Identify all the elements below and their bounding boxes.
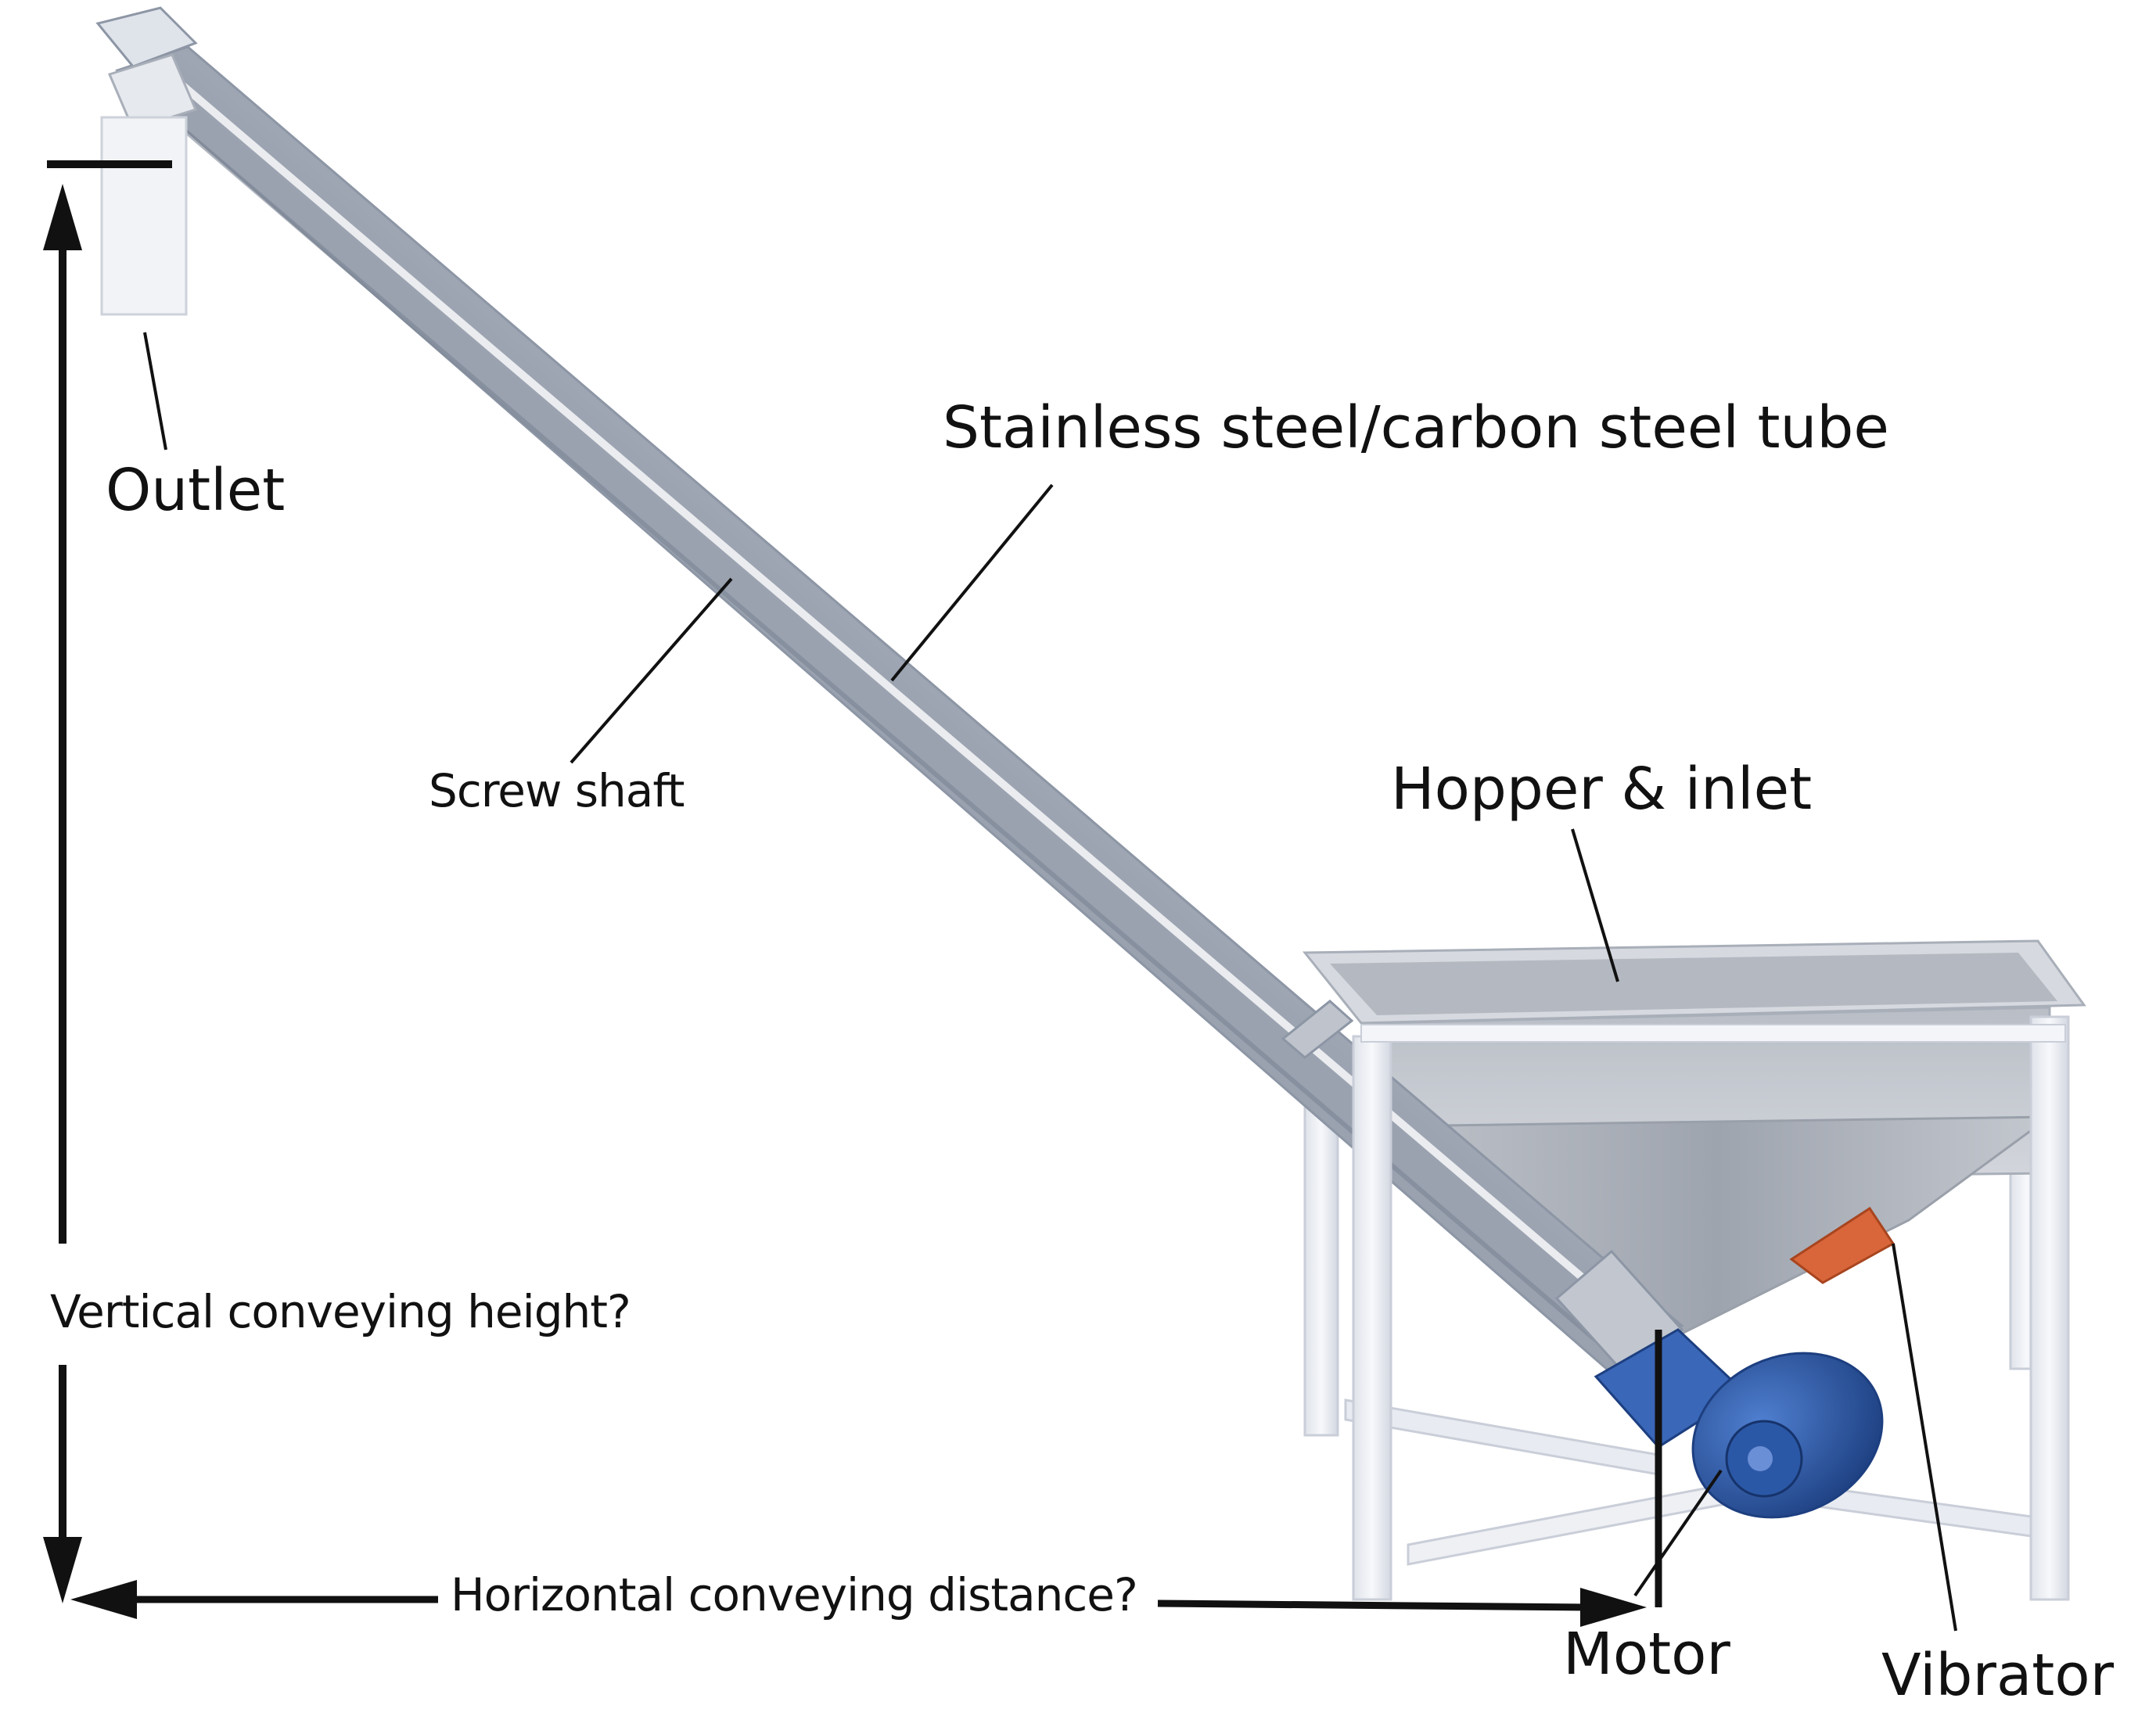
tube-flange: [1281, 1000, 1354, 1059]
tube-body: [115, 45, 1684, 1378]
outlet-leader: [143, 332, 167, 451]
screw-shaft-leader: [570, 577, 733, 764]
motor-leader: [1633, 1469, 1723, 1597]
vibrator-leader: [1892, 1243, 1957, 1632]
motor-label: Motor: [1563, 1621, 1730, 1688]
outlet-spout: [95, 6, 198, 316]
frame-rail-top: [1360, 1024, 2066, 1043]
outlet-sleeve: [100, 116, 188, 316]
tube-label: Stainless steel/carbon steel tube: [943, 394, 1889, 461]
hopper-label: Hopper & inlet: [1391, 756, 1813, 823]
horizontal-arrow-left: [70, 1580, 137, 1619]
vertical-dimension-label: Vertical conveying height?: [45, 1289, 635, 1334]
horizontal-dimension-label: Horizontal conveying distance?: [446, 1572, 1142, 1617]
tube-leader: [890, 483, 1054, 682]
hopper-leader: [1571, 828, 1619, 982]
horizontal-dimension: [70, 1330, 1662, 1627]
horizontal-arrow-right: [1580, 1588, 1647, 1627]
frame-leg-front-left: [1352, 1035, 1392, 1601]
horizontal-line-right: [1157, 1599, 1589, 1611]
hopper-front-legs: [1352, 1015, 2070, 1601]
motor-bolt: [1748, 1446, 1773, 1471]
outlet-cap: [95, 6, 198, 68]
outlet-label: Outlet: [106, 457, 286, 524]
tube-shadow: [131, 84, 1629, 1370]
conveyor-tube: [115, 45, 1684, 1379]
hopper: [1302, 939, 2086, 1339]
hopper-opening: [1330, 953, 2057, 1015]
tube-highlight: [157, 63, 1658, 1342]
motor: [1594, 1328, 1884, 1519]
vertical-arrow-up: [43, 184, 82, 250]
frame-brace-left: [1344, 1398, 1660, 1476]
frame-leg-front-right: [2029, 1015, 2070, 1601]
vertical-dimension: [43, 160, 172, 1603]
outlet-elbow: [107, 53, 198, 131]
vertical-arrow-down: [43, 1537, 82, 1603]
leader-lines: [143, 332, 1957, 1632]
vibrator-label: Vibrator: [1881, 1642, 2115, 1709]
screw-shaft-label: Screw shaft: [429, 764, 685, 817]
